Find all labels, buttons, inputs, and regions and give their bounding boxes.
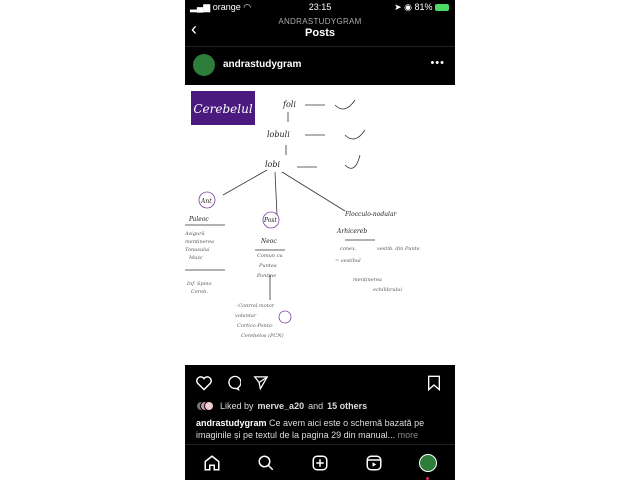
- label-lobi: lobi: [265, 160, 280, 169]
- share-icon[interactable]: [253, 375, 269, 390]
- svg-text:voluntar: voluntar: [235, 313, 257, 319]
- profile-tab-avatar[interactable]: [419, 454, 437, 480]
- likes-connector: and: [308, 401, 324, 411]
- svg-text:Pontine: Pontine: [256, 273, 276, 279]
- more-options-button[interactable]: •••: [430, 57, 445, 69]
- svg-text:vestib. din Punte: vestib. din Punte: [377, 246, 420, 252]
- divider: [185, 444, 455, 445]
- title-text: Cerebelul: [193, 102, 252, 116]
- svg-text:menținerea: menținerea: [353, 277, 382, 283]
- label-flocculo: Flocculo-nodular: [344, 211, 398, 218]
- post-image[interactable]: Cerebelul foli lobuli lobi Ant Post Floc…: [184, 85, 455, 365]
- svg-text:menținerea: menținerea: [185, 239, 214, 245]
- phone-screen: ▂▄▆ orange ◠ 23:15 ➤ ◉ 81% ‹ ANDRASTUDYG…: [184, 0, 455, 480]
- bookmark-icon[interactable]: [427, 375, 441, 391]
- svg-text:Tonusului: Tonusului: [185, 247, 210, 253]
- label-paleoc: Paleoc: [188, 216, 209, 223]
- page-title: Posts: [305, 27, 335, 39]
- svg-text:Comun cu: Comun cu: [257, 253, 283, 259]
- clock: 23:15: [308, 2, 332, 12]
- comment-icon[interactable]: [224, 375, 241, 391]
- post-username[interactable]: andrastudygram: [223, 59, 302, 70]
- carrier-name: orange: [212, 2, 241, 12]
- battery-icon: [435, 4, 449, 12]
- svg-text:Asigură: Asigură: [185, 230, 205, 237]
- svg-text:= vestibul: = vestibul: [335, 258, 361, 264]
- search-icon[interactable]: [257, 454, 275, 472]
- heart-icon[interactable]: [195, 375, 213, 391]
- home-icon[interactable]: [203, 454, 221, 472]
- divider: [185, 46, 455, 47]
- account-name-header: ANDRASTUDYGRAM: [278, 17, 362, 26]
- likes-others[interactable]: 15 others: [327, 401, 368, 411]
- svg-text:- Control motor: - Control motor: [235, 303, 275, 309]
- label-lobuli: lobuli: [267, 130, 290, 139]
- caption-username[interactable]: andrastudygram: [196, 418, 267, 428]
- status-bar: ▂▄▆ orange ◠ 23:15 ➤ ◉ 81%: [185, 0, 455, 15]
- mind-map-drawing: Cerebelul foli lobuli lobi Ant Post Floc…: [184, 91, 420, 339]
- svg-text:Cereb.: Cereb.: [191, 289, 208, 295]
- post-caption: andrastudygram Ce avem aici este o schem…: [196, 417, 448, 441]
- likes-summary[interactable]: Liked by merve_a20 and 15 others: [196, 401, 367, 411]
- svg-text:Musc: Musc: [188, 255, 203, 261]
- bottom-nav: [185, 450, 455, 480]
- label-arhic: Arhicereb: [336, 228, 367, 235]
- likes-prefix: Liked by: [220, 401, 254, 411]
- svg-text:echilibrului: echilibrului: [373, 287, 402, 293]
- caption-more-link[interactable]: more: [397, 430, 419, 440]
- svg-text:conex.: conex.: [340, 246, 357, 252]
- svg-text:Cerebelos (PCN): Cerebelos (PCN): [241, 332, 284, 339]
- label-post: Post: [263, 217, 277, 224]
- svg-text:Cortico-Ponto-: Cortico-Ponto-: [237, 323, 274, 329]
- battery: ➤ ◉ 81%: [394, 2, 449, 13]
- carrier: ▂▄▆ orange ◠: [190, 2, 252, 12]
- avatar[interactable]: [193, 54, 215, 76]
- title-banner: [191, 91, 255, 125]
- liker-avatars: [196, 401, 214, 411]
- label-ant: Ant: [200, 198, 212, 205]
- reels-icon[interactable]: [365, 454, 383, 472]
- notification-dot: [426, 477, 429, 480]
- svg-text:Inf. Spino: Inf. Spino: [186, 281, 212, 287]
- liker-username[interactable]: merve_a20: [257, 401, 305, 411]
- new-post-icon[interactable]: [311, 454, 329, 472]
- label-neoc: Neoc: [260, 238, 277, 245]
- battery-level: 81%: [414, 2, 433, 12]
- action-bar: [185, 372, 455, 394]
- svg-text:Puntea: Puntea: [258, 263, 277, 269]
- back-button[interactable]: ‹: [191, 19, 197, 39]
- label-foli: foli: [282, 100, 296, 109]
- caption-text: Ce avem aici este o schemă bazată pe ima…: [196, 418, 425, 440]
